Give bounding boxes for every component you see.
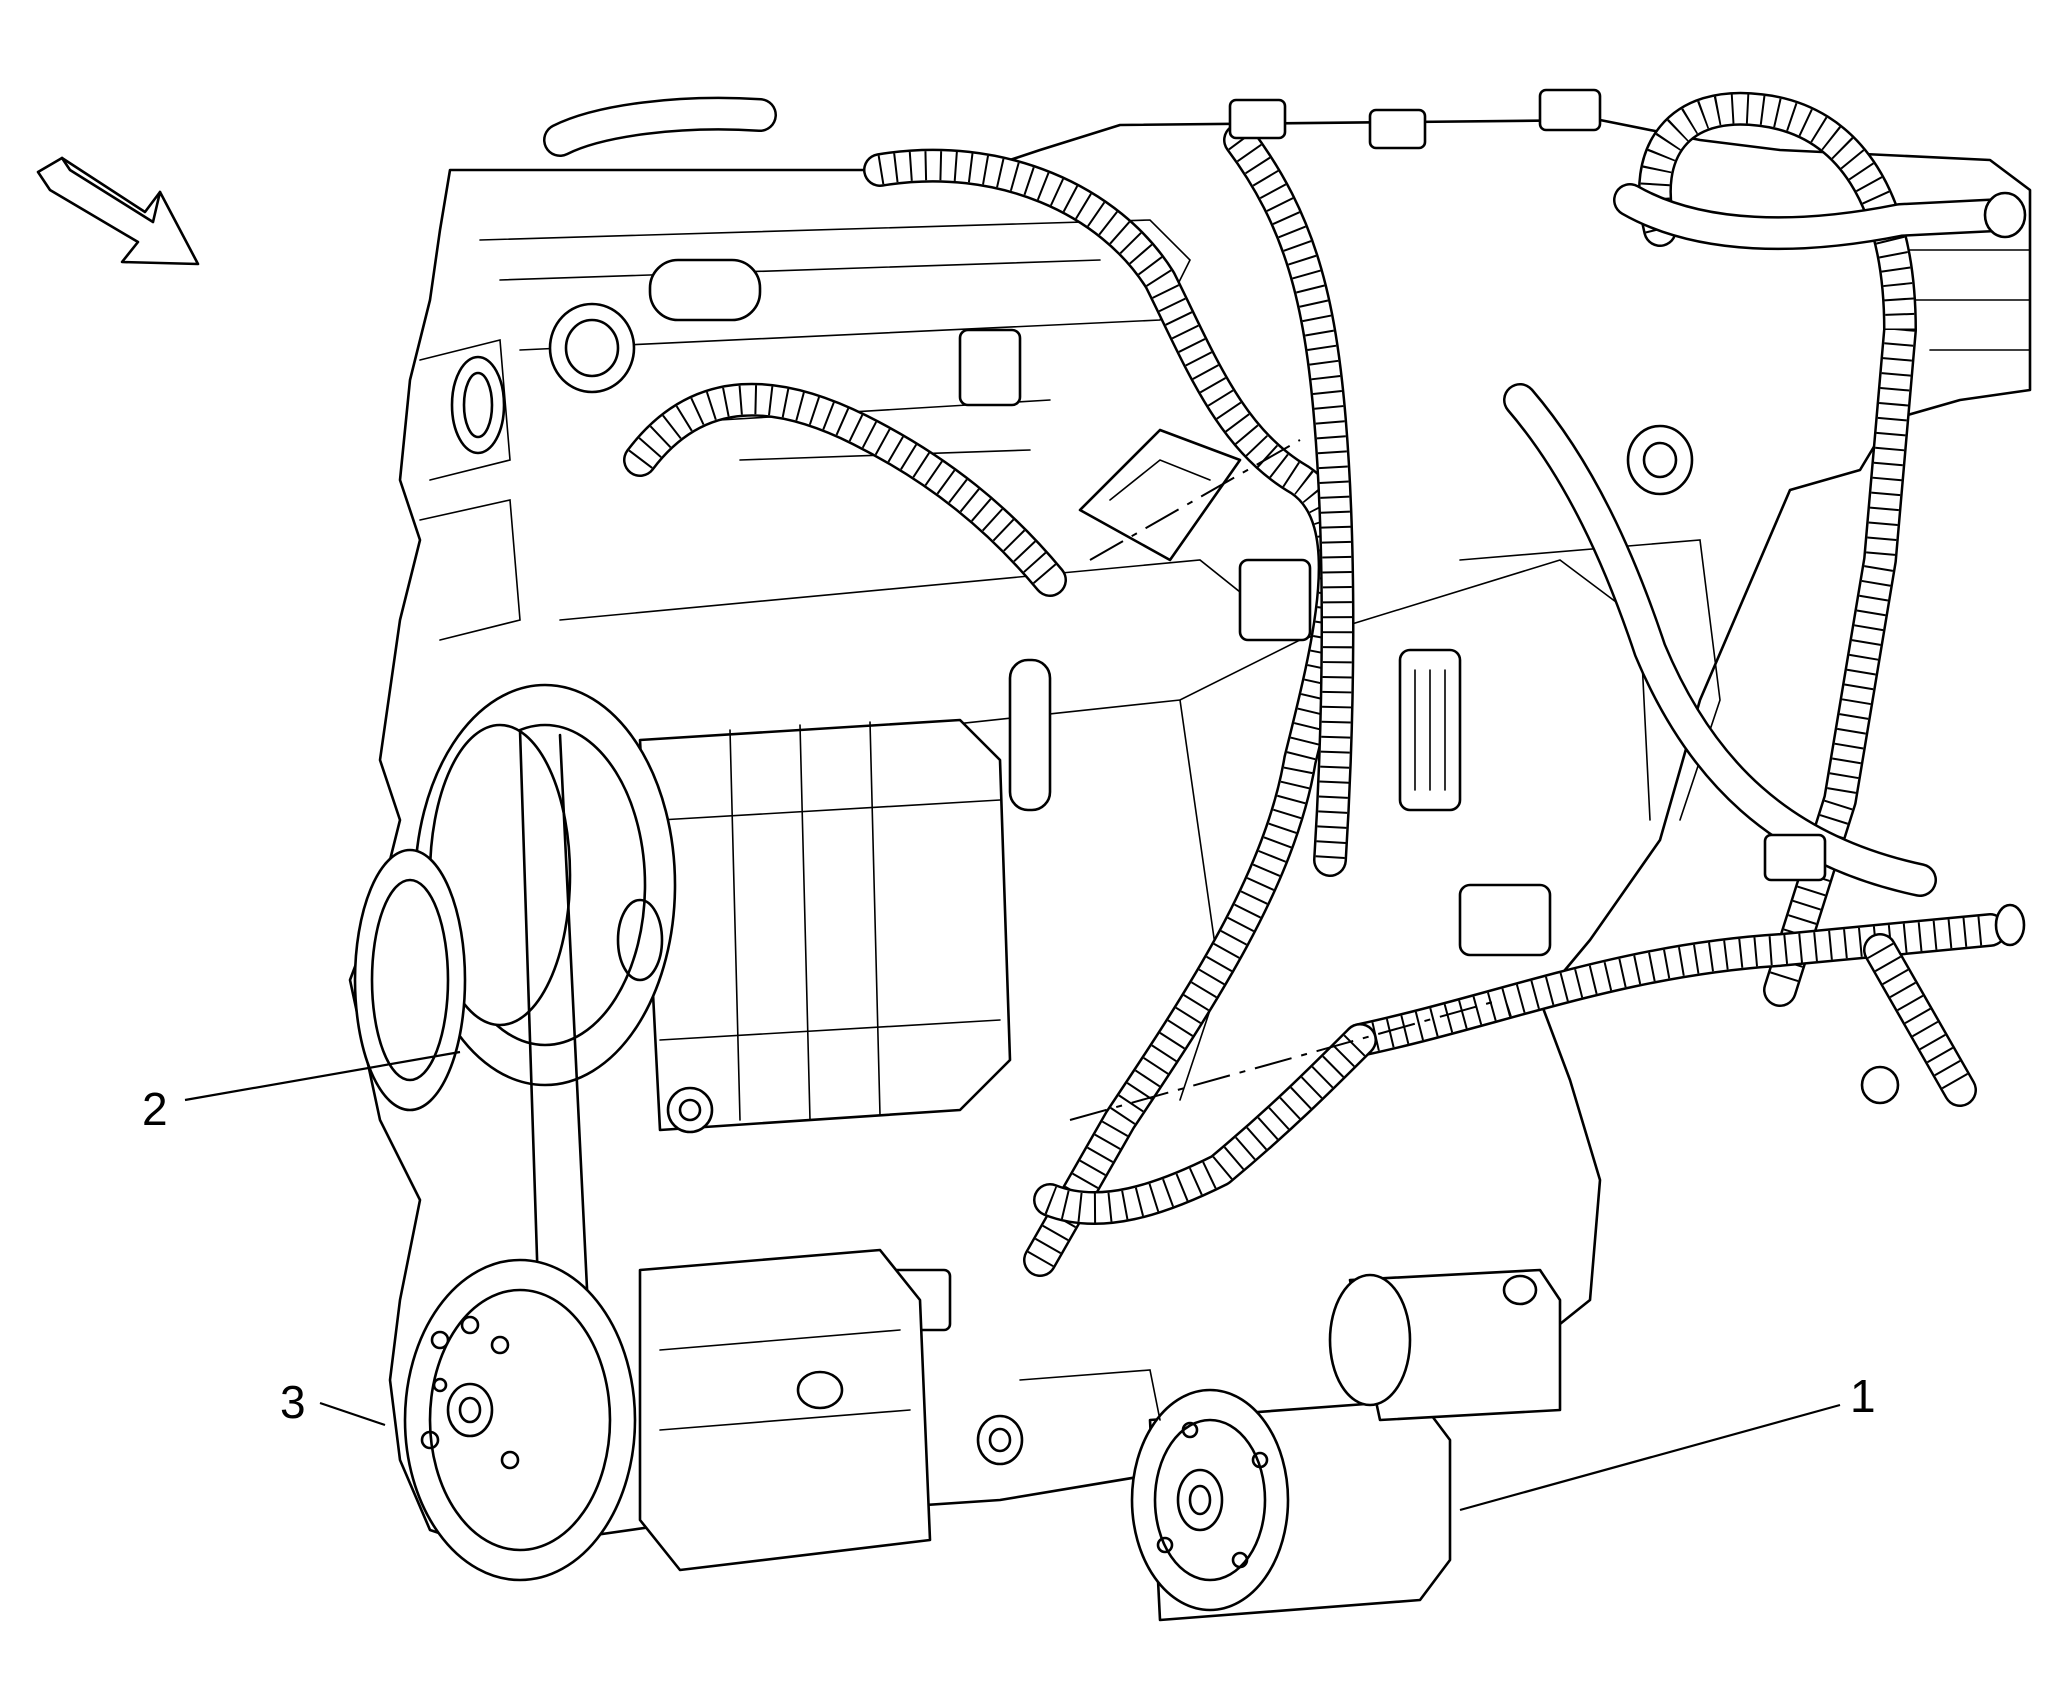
drive-belt xyxy=(518,728,592,1352)
view-direction-arrow xyxy=(36,156,200,266)
crankshaft-pulley xyxy=(353,848,467,1112)
ac-compressor xyxy=(403,1248,932,1582)
electrical-connectors xyxy=(878,88,1900,1332)
coolant-hoses xyxy=(543,91,2027,1007)
callout-2: 2 xyxy=(142,1050,461,1135)
callout-2-label: 2 xyxy=(142,1083,168,1135)
starter-motor xyxy=(976,1268,1562,1622)
engine-block xyxy=(348,118,2032,1552)
callout-3-label: 3 xyxy=(280,1376,306,1428)
generator xyxy=(413,683,1012,1134)
callout-1-label: 1 xyxy=(1850,1370,1876,1422)
center-lines xyxy=(1069,439,1501,1121)
callout-3: 3 xyxy=(280,1376,386,1428)
callout-1: 1 xyxy=(1459,1370,1876,1512)
